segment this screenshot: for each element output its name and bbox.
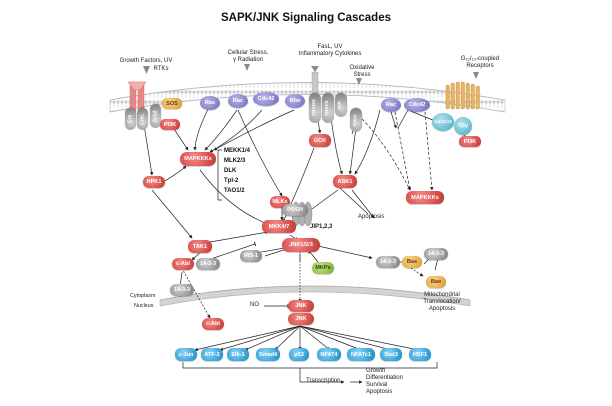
rtks-label: RTKs xyxy=(153,66,169,72)
jip-label: JIP1,2,3 xyxy=(310,224,333,230)
crkl-node: CrkL xyxy=(137,108,148,130)
growth-factors-label: Growth Factors, UV xyxy=(119,58,173,64)
fasl-label: FasL, UV xyxy=(317,44,343,50)
tradd-node: TRADD xyxy=(309,93,321,123)
sos-node: SOS xyxy=(162,98,182,109)
jnk-node-2: JNK xyxy=(288,313,314,325)
mito-label-2: Translocation/ xyxy=(423,299,461,305)
ask1-node: ASK1 xyxy=(333,175,357,188)
jnk-node-1: JNK xyxy=(288,300,314,312)
mapkkks-right-node: MAPKKKs xyxy=(406,191,444,204)
target-cjun: c-Jun xyxy=(175,348,197,361)
target-nfatc1: NFATc1 xyxy=(347,348,375,361)
mapkkks-left-node: MAPKKKs xyxy=(180,152,216,166)
galpha-node: Gα12/13 xyxy=(432,113,454,131)
bax-node: Bax xyxy=(402,256,422,268)
crk-node: Crk xyxy=(125,108,136,130)
receptors-label: Receptors xyxy=(466,63,494,69)
transcription-label: Transcription xyxy=(306,378,341,384)
oxidative-label: Oxidative xyxy=(349,65,375,71)
ras-node: Ras xyxy=(200,96,220,110)
pi3k-left-node: PI3K xyxy=(160,119,180,130)
stress-label: Stress xyxy=(353,72,371,78)
gbg-node: Gβγ xyxy=(454,117,472,135)
target-hsf1: HSF1 xyxy=(409,348,431,361)
apoptosis-mid-label: Apoptosis xyxy=(358,214,385,220)
nucleus-label: Nucleus xyxy=(134,303,154,309)
cabl-node: c-Abl xyxy=(172,258,194,270)
target-elk1: Elk-1 xyxy=(227,348,249,361)
gpcr-label: G₁₂/₁₃-coupled xyxy=(460,56,500,62)
gck-node: GCK xyxy=(309,134,331,147)
mekk-list-0: MEKK1/4 xyxy=(224,148,251,154)
pi3k-right-node: PI3K xyxy=(459,136,481,147)
cdc42-right-node: Cdc42 xyxy=(404,98,430,112)
mekk-list-3: Tpl-2 xyxy=(224,178,239,184)
jnk123-node: JNK1/2/3 xyxy=(282,238,320,252)
no-label: NO xyxy=(250,302,259,308)
target-smad4: Smad4 xyxy=(256,348,280,361)
target-stat3: Stat3 xyxy=(380,348,402,361)
daxx-node: Daxx xyxy=(350,108,362,132)
rac-right-node: Rac xyxy=(381,98,401,112)
p1433-right-node: 14-3-3 xyxy=(424,248,448,260)
cytokines-label: Inflammatory Cytokines xyxy=(298,51,362,57)
mito-label-3: Apoptosis xyxy=(428,306,456,312)
mekk-list-4: TAO1/2 xyxy=(224,188,245,194)
outcome-differentiation: Differentiation xyxy=(366,375,403,381)
p1433-left-node: 14-3-3 xyxy=(196,258,220,270)
mito-label-1: Mitochondrial xyxy=(424,292,460,298)
mekk-list-2: DLK xyxy=(224,168,237,174)
traf2-node: TRAF2 xyxy=(322,93,334,123)
target-nfat4: NFAT4 xyxy=(317,348,341,361)
mkps-node: MKPs xyxy=(312,262,334,274)
p1433-bax-node: 14-3-3 xyxy=(376,256,400,268)
target-p53: p53 xyxy=(289,348,309,361)
rac-top-node: Rac xyxy=(228,94,248,108)
cdc42-top-node: Cdc42 xyxy=(253,92,279,106)
rho-node: Rho xyxy=(285,94,305,108)
outcome-growth: Growth xyxy=(366,368,386,374)
radiation-label: γ Radiation xyxy=(232,57,264,63)
diagram-title: SAPK/JNK Signaling Cascades xyxy=(221,12,391,24)
mekk-list-1: MLK2/3 xyxy=(224,158,246,164)
cytoplasm-label: Cytoplasm xyxy=(130,293,156,299)
outcome-apoptosis: Apoptosis xyxy=(366,389,393,395)
irs1-node: IRS-1 xyxy=(240,250,262,262)
rip-node: RIP xyxy=(335,93,347,117)
hpk1-node: HPK1 xyxy=(143,176,165,188)
nuclear-membrane xyxy=(159,285,471,307)
tak1-node: TAK1 xyxy=(188,240,212,253)
mkk47-node: MKK4/7 xyxy=(262,220,296,233)
target-atf2: ATF-2 xyxy=(201,348,223,361)
bax2-node: Bax xyxy=(426,276,446,288)
cellular-stress-label: Cellular Stress, xyxy=(227,50,269,56)
p1433-low-node: 14-3-3 xyxy=(170,284,194,296)
outcome-survival: Survival xyxy=(366,382,388,388)
posh-node: POSH xyxy=(282,204,308,216)
cabl-nuclear-node: c-Abl xyxy=(202,318,224,330)
